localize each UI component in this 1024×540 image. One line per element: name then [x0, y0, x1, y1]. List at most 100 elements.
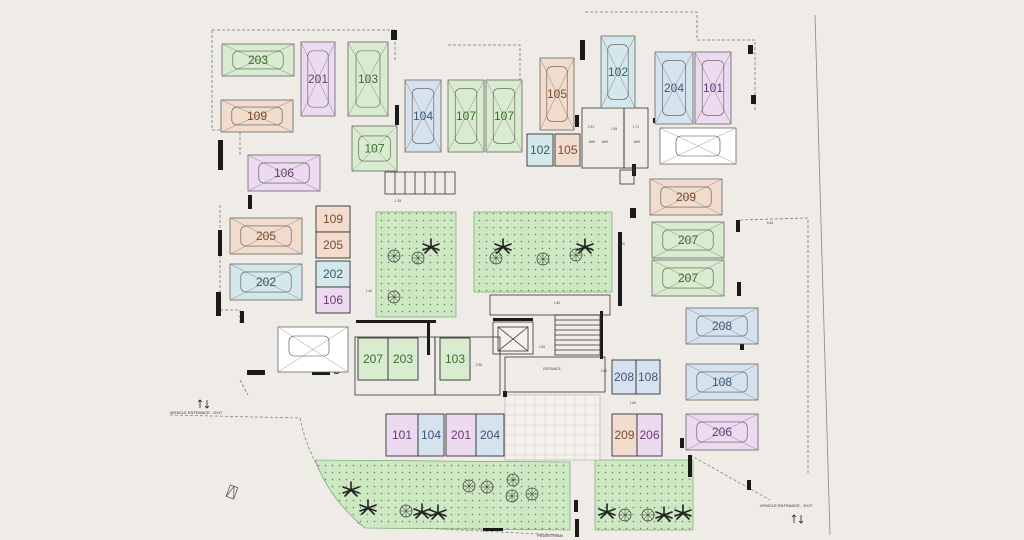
- parking-bay-label: 202: [256, 275, 276, 289]
- storage-unit-fill: [611, 359, 637, 395]
- parking-bay-cross: [649, 178, 723, 216]
- stairs-top: [384, 171, 456, 195]
- ahk-label-3: AHK: [634, 140, 641, 144]
- storage-unit-label: 208: [614, 370, 634, 384]
- car-outline-icon: [662, 60, 686, 116]
- parking-bay-109: 109: [220, 99, 294, 133]
- vehicle-entrance-left-label: VEHICLE ENTRANCE - EXIT: [170, 410, 223, 415]
- storage-unit-label: 101: [392, 428, 412, 442]
- parking-bay-207: 207: [651, 221, 725, 259]
- dim-1: 1.35: [395, 199, 401, 203]
- storage-unit-fill: [635, 359, 661, 395]
- parking-bay-cross: [447, 79, 485, 153]
- building-outline: [211, 11, 809, 475]
- car-outline-icon: [307, 50, 329, 108]
- pedestrian-label: PEDESTRIAN: [537, 533, 563, 538]
- storage-unit-label: 109: [323, 212, 343, 226]
- parking-bay-label: 108: [712, 375, 732, 389]
- storage-unit-201: 201: [445, 413, 477, 457]
- parking-bay-label: 103: [358, 72, 378, 86]
- parking-bay-cross: [600, 35, 636, 109]
- parking-bay-label: 206: [712, 425, 732, 439]
- parking-bay-label: 203: [248, 53, 268, 67]
- storage-unit-104: 104: [417, 413, 445, 457]
- storage-unit-label: 102: [530, 143, 550, 157]
- storage-unit-label: 104: [421, 428, 441, 442]
- parking-bay-207: 207: [651, 259, 725, 297]
- parking-bay-label: 106: [274, 166, 294, 180]
- storage-unit-fill: [357, 337, 389, 381]
- storage-unit-fill: [445, 413, 477, 457]
- parking-bay-cross: [220, 99, 294, 133]
- parking-bay-cross: [651, 221, 725, 259]
- storage-unit-205: 205: [315, 231, 351, 259]
- storage-unit-204: 204: [475, 413, 505, 457]
- storage-unit-fill: [385, 413, 419, 457]
- storage-unit-203: 203: [387, 337, 419, 381]
- parking-bay-cross: [404, 79, 442, 153]
- parking-bay-107: 107: [351, 125, 398, 172]
- parking-bay-201: 201: [300, 41, 336, 117]
- storage-unit-label: 204: [480, 428, 500, 442]
- parking-bay-204: 204: [654, 51, 694, 125]
- dim-5: 1.40: [366, 289, 372, 293]
- storage-unit-209: 209: [611, 413, 638, 457]
- parking-bay-208: 208: [685, 307, 759, 345]
- dim-9: 1.60: [601, 369, 607, 373]
- parking-bay-label: 207: [678, 271, 698, 285]
- storage-unit-108: 108: [635, 359, 661, 395]
- parking-bay-label: 201: [308, 72, 328, 86]
- storage-unit-105: 105: [554, 133, 581, 167]
- storage-unit-fill: [611, 413, 638, 457]
- parking-bay-102: 102: [600, 35, 636, 109]
- car-outline-icon: [696, 371, 748, 393]
- parking-bay-cross: [485, 79, 523, 153]
- car-outline-icon: [240, 271, 292, 293]
- dim-2: 2.91: [588, 125, 594, 129]
- parking-bay-cross: [247, 154, 321, 192]
- parking-bay-cross: [229, 217, 303, 255]
- parking-bay-label: 204: [664, 81, 684, 95]
- storage-unit-label: 203: [393, 352, 413, 366]
- parking-bay-label: 205: [256, 229, 276, 243]
- storage-unit-101: 101: [385, 413, 419, 457]
- parking-bay-label: 107: [494, 109, 514, 123]
- car-outline-icon: [492, 88, 516, 144]
- disabled-parking-space: [277, 326, 349, 373]
- car-outline-icon: [660, 186, 712, 208]
- car-outline-icon: [411, 88, 435, 144]
- car-outline-icon: [240, 225, 292, 247]
- garden-front-left: [314, 459, 571, 531]
- north-arrow-icon: [225, 484, 239, 500]
- parking-bay-202: 202: [229, 263, 303, 301]
- parking-bay-107: 107: [447, 79, 485, 153]
- storage-unit-fill: [315, 205, 351, 233]
- parking-bay-cross: [351, 125, 398, 172]
- storage-unit-label: 206: [639, 428, 659, 442]
- car-outline-icon: [607, 44, 629, 100]
- lift-shaft: [497, 326, 529, 352]
- storage-unit-label: 103: [445, 352, 465, 366]
- dimension-labels: 1.35 2.91 1.71 1.95 1.40 1.20 1.50 1.55 …: [366, 125, 773, 405]
- parking-bay-205: 205: [229, 217, 303, 255]
- parking-bay-105: 105: [539, 57, 575, 131]
- car-outline-icon: [662, 229, 714, 251]
- storage-unit-label: 201: [451, 428, 471, 442]
- storage-unit-fill: [315, 231, 351, 259]
- storage-unit-103: 103: [439, 337, 471, 381]
- car-outline-icon: [701, 60, 725, 116]
- dim-6: 1.20: [619, 242, 625, 246]
- parking-bay-label: 104: [413, 109, 433, 123]
- parking-bay-cross: [221, 43, 295, 77]
- storage-unit-label: 108: [638, 370, 658, 384]
- car-outline-icon: [454, 88, 478, 144]
- parking-bay-label: 107: [456, 109, 476, 123]
- parking-bay-cross: [539, 57, 575, 131]
- storage-unit-label: 106: [323, 293, 343, 307]
- storage-unit-fill: [417, 413, 445, 457]
- storage-unit-label: 209: [614, 428, 634, 442]
- garden-left: [375, 211, 457, 318]
- storage-unit-label: 207: [363, 352, 383, 366]
- parking-bay-label: 208: [712, 319, 732, 333]
